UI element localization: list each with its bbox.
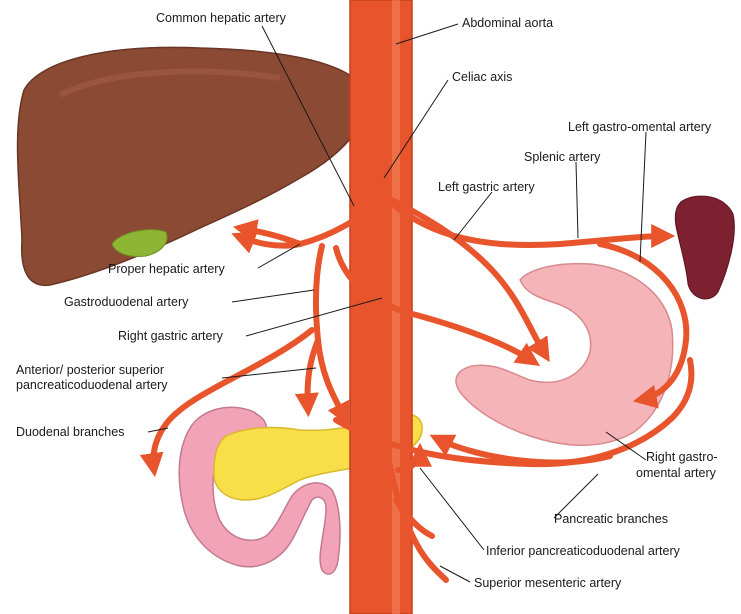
liver: [18, 47, 367, 285]
gastroduodenal-vessel: [316, 246, 346, 420]
leader-left-gastric: [454, 192, 492, 240]
leader-splenic: [576, 162, 578, 238]
label-proper-hepatic-artery: Proper hepatic artery: [108, 262, 225, 277]
sup-pd-vessel: [307, 340, 318, 410]
label-common-hepatic-artery: Common hepatic artery: [156, 11, 286, 26]
label-duodenal-branches: Duodenal branches: [16, 425, 124, 440]
label-right-gastro-omental-line2: omental artery: [636, 466, 716, 481]
label-pancreatic-branches: Pancreatic branches: [554, 512, 668, 527]
label-left-gastric-artery: Left gastric artery: [438, 180, 535, 195]
label-gastroduodenal-artery: Gastroduodenal artery: [64, 295, 188, 310]
label-ant-post-sup-line1: Anterior/ posterior superior: [16, 363, 164, 378]
label-superior-mesenteric-artery: Superior mesenteric artery: [474, 576, 621, 591]
label-right-gastric-artery: Right gastric artery: [118, 329, 223, 344]
label-inferior-pd-artery: Inferior pancreaticoduodenal artery: [486, 544, 680, 559]
spleen: [675, 196, 734, 299]
label-ant-post-sup-line2: pancreaticoduodenal artery: [16, 378, 168, 393]
label-celiac-axis: Celiac axis: [452, 70, 512, 85]
stomach: [456, 264, 673, 446]
label-abdominal-aorta: Abdominal aorta: [462, 16, 553, 31]
leader-gastroduodenal: [232, 290, 314, 302]
abdominal-aorta-vessel: [350, 0, 412, 614]
label-splenic-artery: Splenic artery: [524, 150, 600, 165]
leader-left-gastro-omental: [640, 132, 646, 262]
celiac-trunk: [379, 168, 381, 200]
label-left-gastro-omental-artery: Left gastro-omental artery: [568, 120, 711, 135]
label-right-gastro-omental-line1: Right gastro-: [646, 450, 718, 465]
